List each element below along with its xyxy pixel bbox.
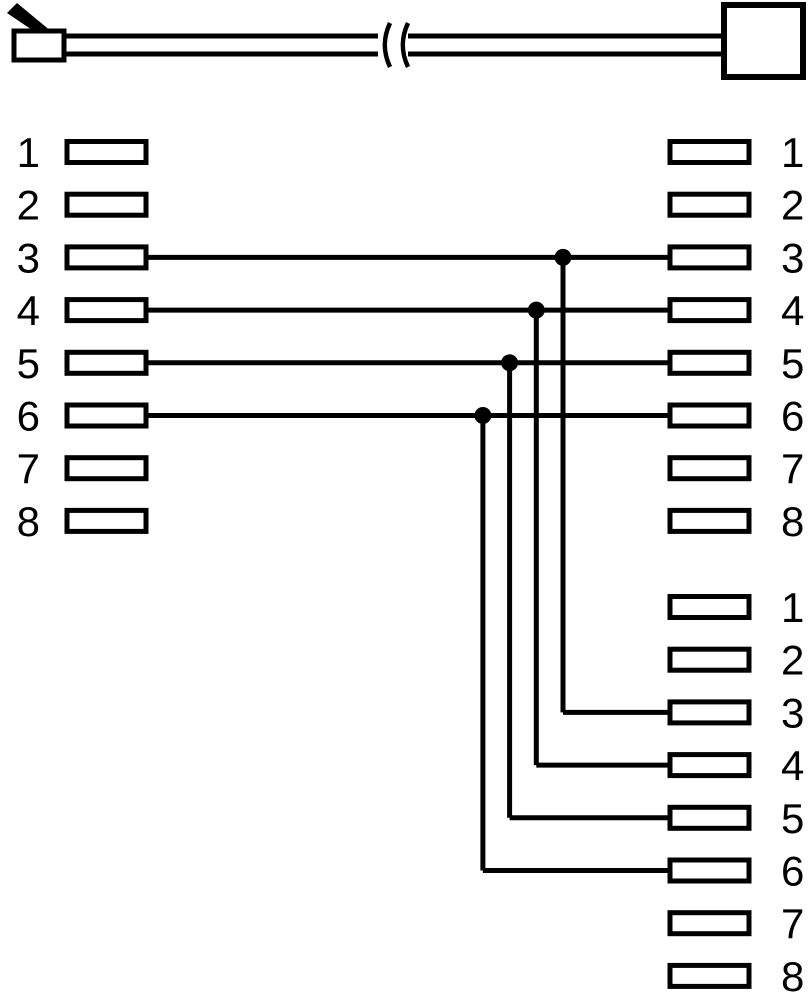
left-pin-label-3: 3 — [17, 234, 40, 281]
lower-right-pin-label-6: 6 — [781, 848, 804, 895]
upper-right-pin-box-6 — [667, 402, 752, 429]
left-pin-label-2: 2 — [17, 182, 40, 229]
upper-right-pin-box-4 — [667, 297, 752, 324]
left-pin-box-8 — [64, 507, 149, 534]
lower-right-pin-box-6 — [667, 857, 752, 884]
left-pin-box-4 — [64, 297, 149, 324]
lower-right-pin-box-1 — [667, 594, 752, 620]
lower-right-pin-label-4: 4 — [781, 742, 804, 789]
upper-right-pin-box-2 — [667, 191, 752, 218]
upper-right-pin-box-7 — [667, 455, 752, 482]
upper-right-pin-label-5: 5 — [781, 340, 804, 387]
lower-right-pin-label-1: 1 — [781, 584, 804, 631]
lower-right-pin-box-7 — [667, 910, 752, 937]
upper-right-pin-label-4: 4 — [781, 287, 804, 334]
upper-right-pin-label-2: 2 — [781, 182, 804, 229]
upper-right-pin-box-5 — [667, 349, 752, 376]
lower-right-pin-box-5 — [667, 804, 752, 831]
lower-right-pin-label-3: 3 — [781, 689, 804, 736]
left-plug — [11, 28, 67, 63]
cable-break-mark-1 — [382, 22, 393, 68]
left-pin-box-2 — [64, 191, 149, 218]
right-upper-connector-pin-column: 1 2 3 4 5 6 7 8 — [667, 129, 804, 545]
upper-right-pin-label-1: 1 — [781, 129, 804, 176]
left-pin-box-3 — [64, 244, 149, 271]
left-pin-label-1: 1 — [17, 129, 40, 176]
left-pin-label-4: 4 — [17, 287, 40, 334]
lower-right-pin-box-8 — [667, 962, 752, 989]
left-pin-label-8: 8 — [17, 498, 40, 545]
upper-right-pin-label-8: 8 — [781, 498, 804, 545]
junction-dot-6 — [474, 407, 492, 424]
upper-right-pin-box-3 — [667, 244, 752, 271]
plug-latch-icon — [7, 3, 52, 34]
wire-connections — [148, 248, 668, 873]
upper-right-pin-box-8 — [667, 507, 752, 534]
lower-right-pin-label-5: 5 — [781, 795, 804, 842]
right-connector-body — [721, 2, 806, 80]
left-pin-label-6: 6 — [17, 393, 40, 440]
upper-right-pin-label-7: 7 — [781, 445, 804, 492]
junction-dot-3 — [554, 248, 572, 266]
left-pin-box-1 — [64, 139, 149, 165]
upper-right-pin-box-1 — [667, 139, 752, 165]
cable-break-mark-2 — [400, 22, 411, 68]
lower-right-pin-label-7: 7 — [781, 900, 804, 947]
lower-right-pin-label-2: 2 — [781, 637, 804, 684]
left-pin-box-6 — [64, 402, 149, 429]
left-connector-pin-column: 1 2 3 4 5 6 7 8 — [17, 129, 149, 545]
junction-dot-4 — [527, 301, 545, 319]
junction-dot-5 — [501, 354, 519, 372]
lower-right-pin-label-8: 8 — [781, 953, 804, 1000]
left-pin-label-7: 7 — [17, 445, 40, 492]
lower-right-pin-box-3 — [667, 699, 752, 726]
left-pin-box-5 — [64, 349, 149, 376]
lower-right-pin-box-2 — [667, 646, 752, 673]
left-pin-box-7 — [64, 455, 149, 482]
upper-right-pin-label-3: 3 — [781, 234, 804, 281]
cable-assembly — [7, 2, 806, 80]
upper-right-pin-label-6: 6 — [781, 393, 804, 440]
right-lower-connector-pin-column: 1 2 3 4 5 6 7 8 — [667, 584, 804, 1000]
lower-right-pin-box-4 — [667, 752, 752, 779]
left-pin-label-5: 5 — [17, 340, 40, 387]
